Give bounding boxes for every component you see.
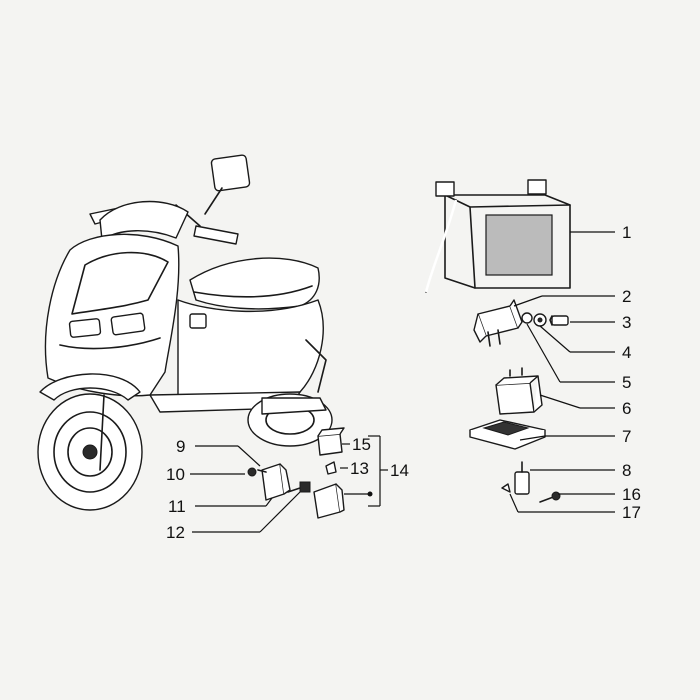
callout-12: 12 (166, 523, 185, 542)
callout-5: 5 (622, 373, 631, 392)
battery (424, 179, 571, 293)
callout-16: 16 (622, 485, 641, 504)
callout-13: 13 (350, 459, 369, 478)
callout-17: 17 (622, 503, 641, 522)
callout-2: 2 (622, 287, 631, 306)
starter-relay (473, 299, 523, 347)
rubber-mount (469, 419, 546, 450)
callout-8: 8 (622, 461, 631, 480)
callout-3: 3 (622, 313, 631, 332)
callout-9: 9 (176, 437, 185, 456)
callout-labels: 1 2 3 4 5 6 7 8 9 10 11 12 13 14 15 16 1… (166, 223, 641, 542)
callout-10: 10 (166, 465, 185, 484)
scooter-illustration (37, 154, 333, 511)
mounting-hardware (521, 312, 569, 327)
callout-14: 14 (390, 461, 409, 480)
leader-lines (190, 231, 615, 533)
fuse-holder (247, 427, 345, 519)
diode-connector (501, 461, 561, 503)
flasher-unit (495, 367, 543, 415)
callout-15: 15 (352, 435, 371, 454)
callout-1: 1 (622, 223, 631, 242)
callout-11: 11 (168, 497, 186, 516)
callout-6: 6 (622, 399, 631, 418)
callout-4: 4 (622, 343, 631, 362)
callout-7: 7 (622, 427, 631, 446)
